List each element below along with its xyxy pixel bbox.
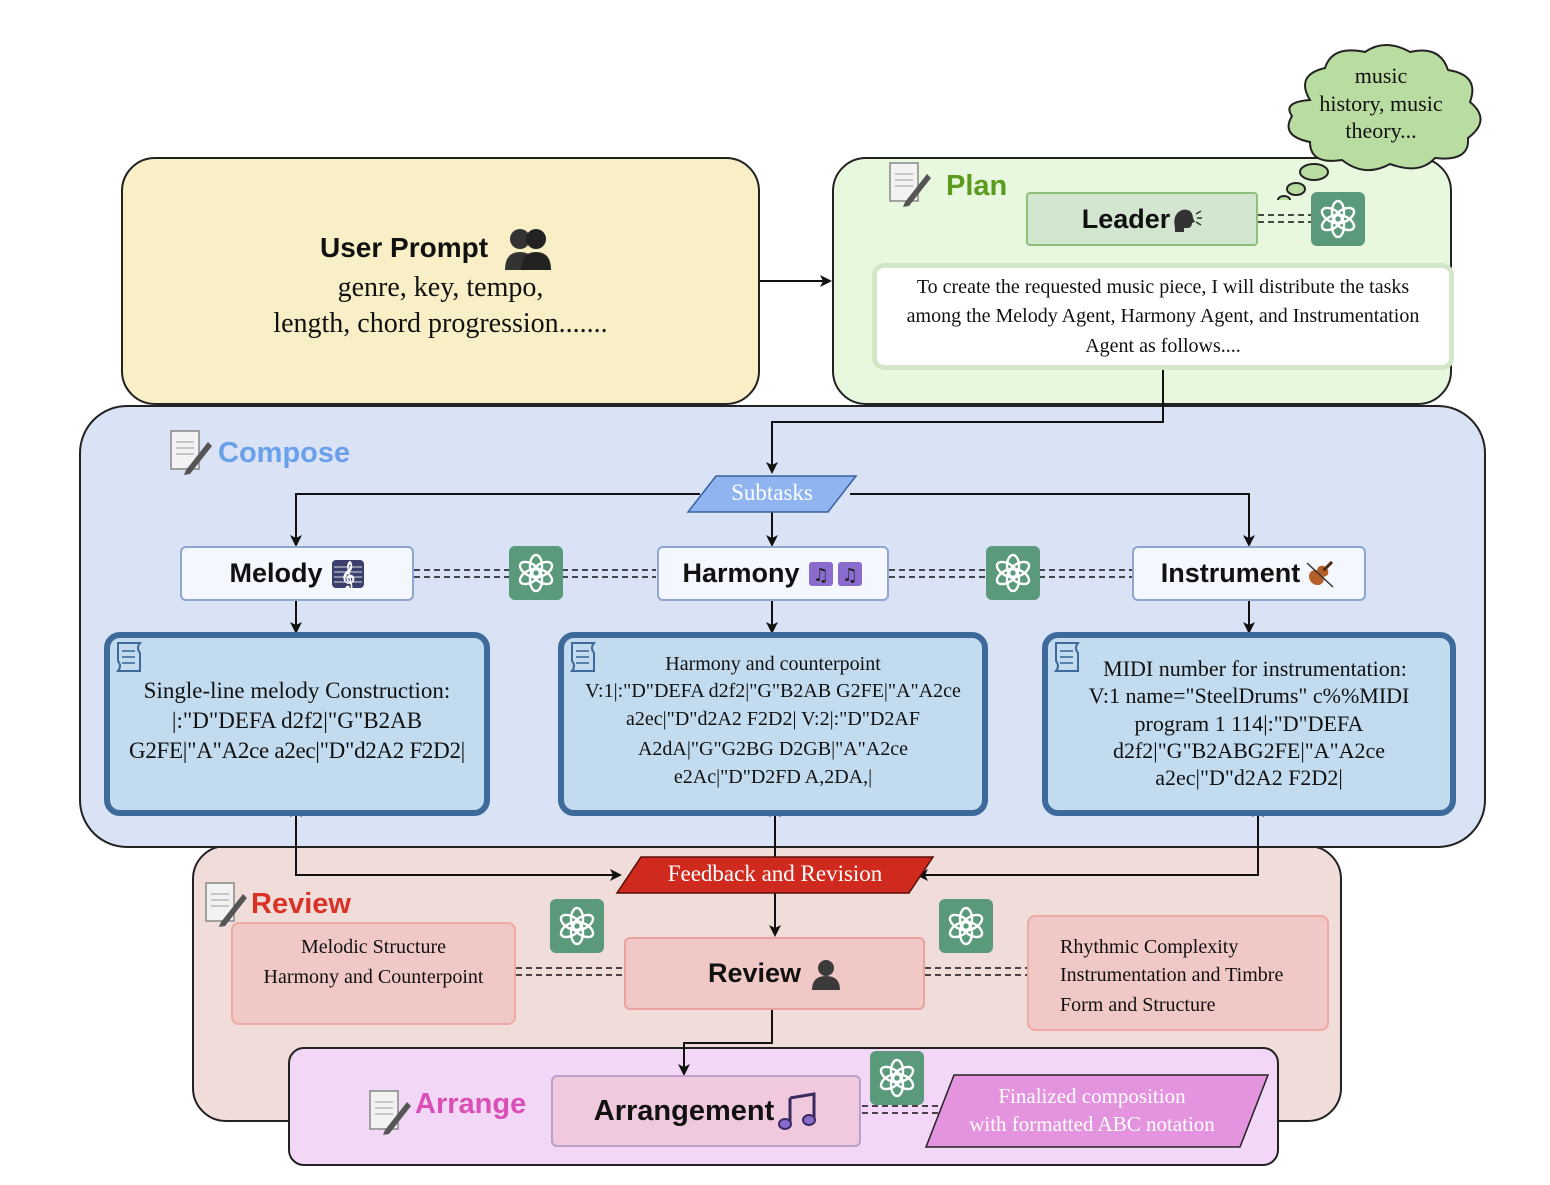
feedback-shape: [615, 856, 935, 894]
openai-knot-loop: [559, 913, 583, 932]
openai-icon: [509, 546, 563, 600]
notes-icon: ♫ ♫: [808, 561, 862, 586]
thought-line-3: theory...: [1345, 118, 1417, 143]
leader-message-line-2: among the Melody Agent, Harmony Agent, a…: [906, 305, 1420, 327]
harmony-output-line-2: V:1|:"D"DEFA d2f2|"G"B2AB G2FE|"A"A2ce: [585, 680, 961, 702]
instrument-output-line-5: a2ec|"D"d2A2 F2D2|: [1155, 765, 1343, 790]
openai-knot-loop: [1320, 206, 1344, 225]
final-output-shape: [924, 1074, 1270, 1148]
openai-icon: [1311, 192, 1365, 246]
svg-text:♫: ♫: [841, 565, 857, 586]
people-icon: [505, 229, 551, 270]
openai-knot-glyph: [518, 553, 554, 593]
memo-icon: [205, 882, 247, 927]
openai-icon: [550, 899, 604, 953]
instrument-output-line-1: MIDI number for instrumentation:: [1103, 656, 1407, 681]
scroll-icon: [1053, 642, 1081, 672]
instrument-output-line-3: program 1 114|:"D"DEFA: [1134, 711, 1364, 736]
melody-output-box: [104, 632, 490, 816]
memo-icon: [369, 1090, 411, 1135]
right-criteria-1: Rhythmic Complexity: [1060, 936, 1239, 958]
openai-knot-loop: [948, 913, 972, 932]
instrument-output-box: [1042, 632, 1456, 816]
instrument-output-line-4: d2f2|"G"B2ABG2FE|"A"A2ce: [1112, 738, 1386, 763]
melody-label: Melody: [229, 558, 323, 588]
user-prompt-line1: genre, key, tempo,: [337, 272, 544, 303]
openai-knot-glyph: [879, 1058, 915, 1098]
scroll-icon: [569, 642, 597, 672]
treble-clef-icon: 𝄞: [331, 559, 364, 589]
leader-message-line-3: Agent as follows....: [1085, 335, 1241, 357]
violin-icon: [1306, 560, 1334, 588]
left-criteria-2: Harmony and Counterpoint: [263, 966, 484, 988]
melody-output-line-3: G2FE|"A"A2ce a2ec|"D"d2A2 F2D2|: [129, 738, 465, 763]
person-icon: [812, 959, 841, 990]
openai-icon: [939, 899, 993, 953]
subtasks-shape: [686, 475, 858, 513]
thought-line-1: music: [1354, 63, 1408, 88]
speaking-head-icon: [1174, 209, 1203, 232]
left-criteria-box: [231, 922, 516, 1025]
instrument-output-line-2: V:1 name="SteelDrums" c%%MIDI: [1088, 683, 1410, 708]
user-prompt-panel: [121, 157, 760, 405]
arrangement-agent: Arrangement: [551, 1075, 861, 1147]
subtasks-label: Subtasks: [731, 480, 813, 505]
openai-knot-loop: [518, 560, 542, 579]
review-agent-label: Review: [707, 958, 802, 988]
melody-agent: Melody 𝄞: [180, 546, 414, 601]
melody-output-line-1: Single-line melody Construction:: [143, 678, 451, 703]
user-prompt-line2: length, chord progression.......: [273, 308, 608, 339]
leader-label: Leader: [1081, 203, 1171, 234]
harmony-output-line-3: a2ec|"D"d2A2 F2D2| V:2|:"D"D2AF: [626, 708, 920, 730]
openai-knot-glyph: [1320, 199, 1356, 239]
feedback-label: Feedback and Revision: [667, 861, 883, 886]
openai-icon: [870, 1051, 924, 1105]
harmony-agent: Harmony ♫ ♫: [657, 546, 889, 601]
harmony-label: Harmony: [682, 558, 800, 588]
openai-knot-glyph: [948, 906, 984, 946]
scroll-icon: [115, 642, 143, 672]
instrument-label: Instrument: [1160, 558, 1301, 588]
leader-agent: Leader: [1026, 192, 1258, 246]
harmony-output-line-5: e2Ac|"D"D2FD A,2DA,|: [673, 766, 873, 788]
svg-text:𝄞: 𝄞: [340, 561, 354, 589]
right-criteria-3: Form and Structure: [1060, 994, 1216, 1016]
user-prompt-title: User Prompt: [320, 232, 489, 263]
left-criteria-1: Melodic Structure: [301, 936, 446, 958]
memo-icon: [889, 162, 931, 207]
arrange-title: Arrange: [415, 1088, 527, 1120]
harmony-output-box: [558, 632, 988, 816]
svg-text:♫: ♫: [812, 565, 828, 586]
thought-line-2: history, music: [1319, 91, 1443, 116]
openai-icon: [986, 546, 1040, 600]
harmony-output-line-4: A2dA|"G"G2BG D2GB|"A"A2ce: [637, 738, 909, 760]
review-agent: Review: [624, 937, 925, 1010]
openai-knot-loop: [995, 560, 1019, 579]
openai-knot-glyph: [559, 906, 595, 946]
compose-title: Compose: [218, 437, 351, 469]
right-criteria-2: Instrumentation and Timbre: [1060, 964, 1284, 986]
music-note-icon: [778, 1092, 817, 1130]
instrument-agent: Instrument: [1132, 546, 1366, 601]
memo-icon: [170, 430, 212, 475]
melody-output-line-2: |:"D"DEFA d2f2|"G"B2AB: [171, 708, 423, 733]
final-output-line-2: with formatted ABC notation: [969, 1112, 1215, 1136]
final-output-line-1: Finalized composition: [998, 1084, 1186, 1108]
openai-knot-glyph: [995, 553, 1031, 593]
leader-message-line-1: To create the requested music piece, I w…: [916, 276, 1410, 298]
leader-message-box: [872, 263, 1454, 370]
harmony-output-line-1: Harmony and counterpoint: [665, 653, 881, 675]
right-criteria-box: [1027, 915, 1329, 1031]
review-title: Review: [251, 888, 351, 920]
arrangement-label: Arrangement: [593, 1094, 775, 1127]
thought-cloud: [1277, 44, 1482, 200]
plan-title: Plan: [946, 170, 1008, 202]
openai-knot-loop: [879, 1065, 903, 1084]
